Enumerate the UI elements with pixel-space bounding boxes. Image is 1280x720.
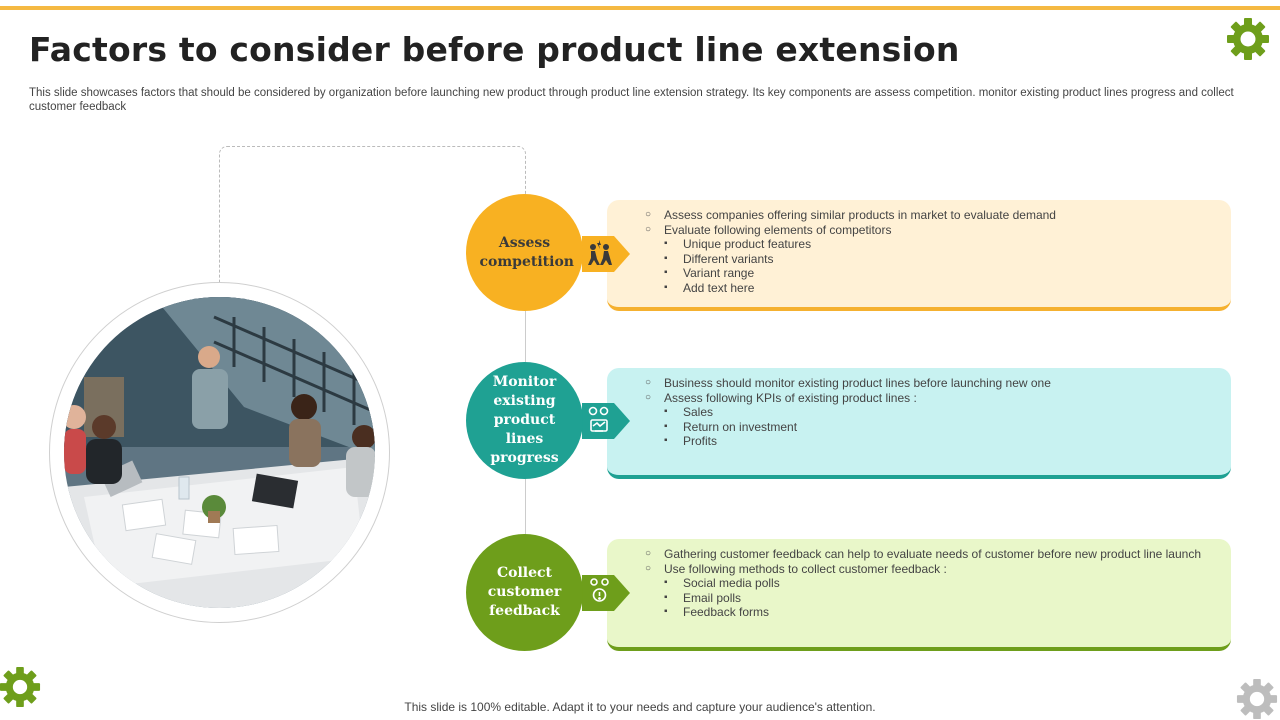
factor-1-label: Assess competition	[479, 234, 574, 270]
slide-footer: This slide is 100% editable. Adapt it to…	[404, 700, 876, 714]
factor-card-monitor-progress: Business should monitor existing product…	[607, 368, 1231, 479]
factor-3-label: Collect customer feedback	[487, 565, 562, 619]
gear-icon	[1226, 17, 1270, 61]
factor-circle-monitor-progress: Monitor existing product lines progress	[466, 362, 583, 479]
factor-card-assess-competition: Assess companies offering similar produc…	[607, 200, 1231, 311]
list-subitem: Add text here	[645, 281, 1231, 296]
factor-card-collect-feedback: Gathering customer feedback can help to …	[607, 539, 1231, 651]
factor-3-points: Gathering customer feedback can help to …	[645, 547, 1231, 620]
list-item: Gathering customer feedback can help to …	[645, 547, 1231, 562]
slide-title: Factors to consider before product line …	[29, 30, 960, 69]
factor-circle-assess-competition: Assess competition	[466, 194, 583, 311]
gear-icon	[1236, 678, 1278, 720]
list-item: Assess companies offering similar produc…	[645, 208, 1231, 223]
factor-2-label: Monitor existing product lines progress	[490, 374, 559, 466]
photo-frame	[49, 282, 390, 623]
list-subitem: Unique product features	[645, 237, 1231, 252]
list-item: Use following methods to collect custome…	[645, 562, 1231, 577]
list-subitem: Email polls	[645, 591, 1231, 606]
gear-icon	[0, 666, 41, 708]
list-item: Business should monitor existing product…	[645, 376, 1231, 391]
list-subitem: Social media polls	[645, 576, 1231, 591]
list-subitem: Feedback forms	[645, 605, 1231, 620]
factor-circle-collect-feedback: Collect customer feedback	[466, 534, 583, 651]
list-item: Assess following KPIs of existing produc…	[645, 391, 1231, 406]
list-subitem: Return on investment	[645, 420, 1231, 435]
list-subitem: Variant range	[645, 266, 1231, 281]
factor-3-pointer	[582, 570, 630, 616]
team-meeting-photo	[64, 297, 375, 608]
factor-1-pointer	[582, 231, 630, 277]
list-subitem: Different variants	[645, 252, 1231, 267]
factor-2-pointer	[582, 398, 630, 444]
top-accent-bar	[0, 6, 1280, 10]
factor-1-points: Assess companies offering similar produc…	[645, 208, 1231, 295]
list-subitem: Sales	[645, 405, 1231, 420]
factor-2-points: Business should monitor existing product…	[645, 376, 1231, 449]
kpi-monitor-icon	[588, 406, 609, 432]
list-subitem: Profits	[645, 434, 1231, 449]
slide-subtitle: This slide showcases factors that should…	[29, 87, 1234, 113]
list-item: Evaluate following elements of competito…	[645, 223, 1231, 238]
competition-people-icon	[588, 240, 612, 265]
feedback-chat-icon	[590, 578, 609, 602]
